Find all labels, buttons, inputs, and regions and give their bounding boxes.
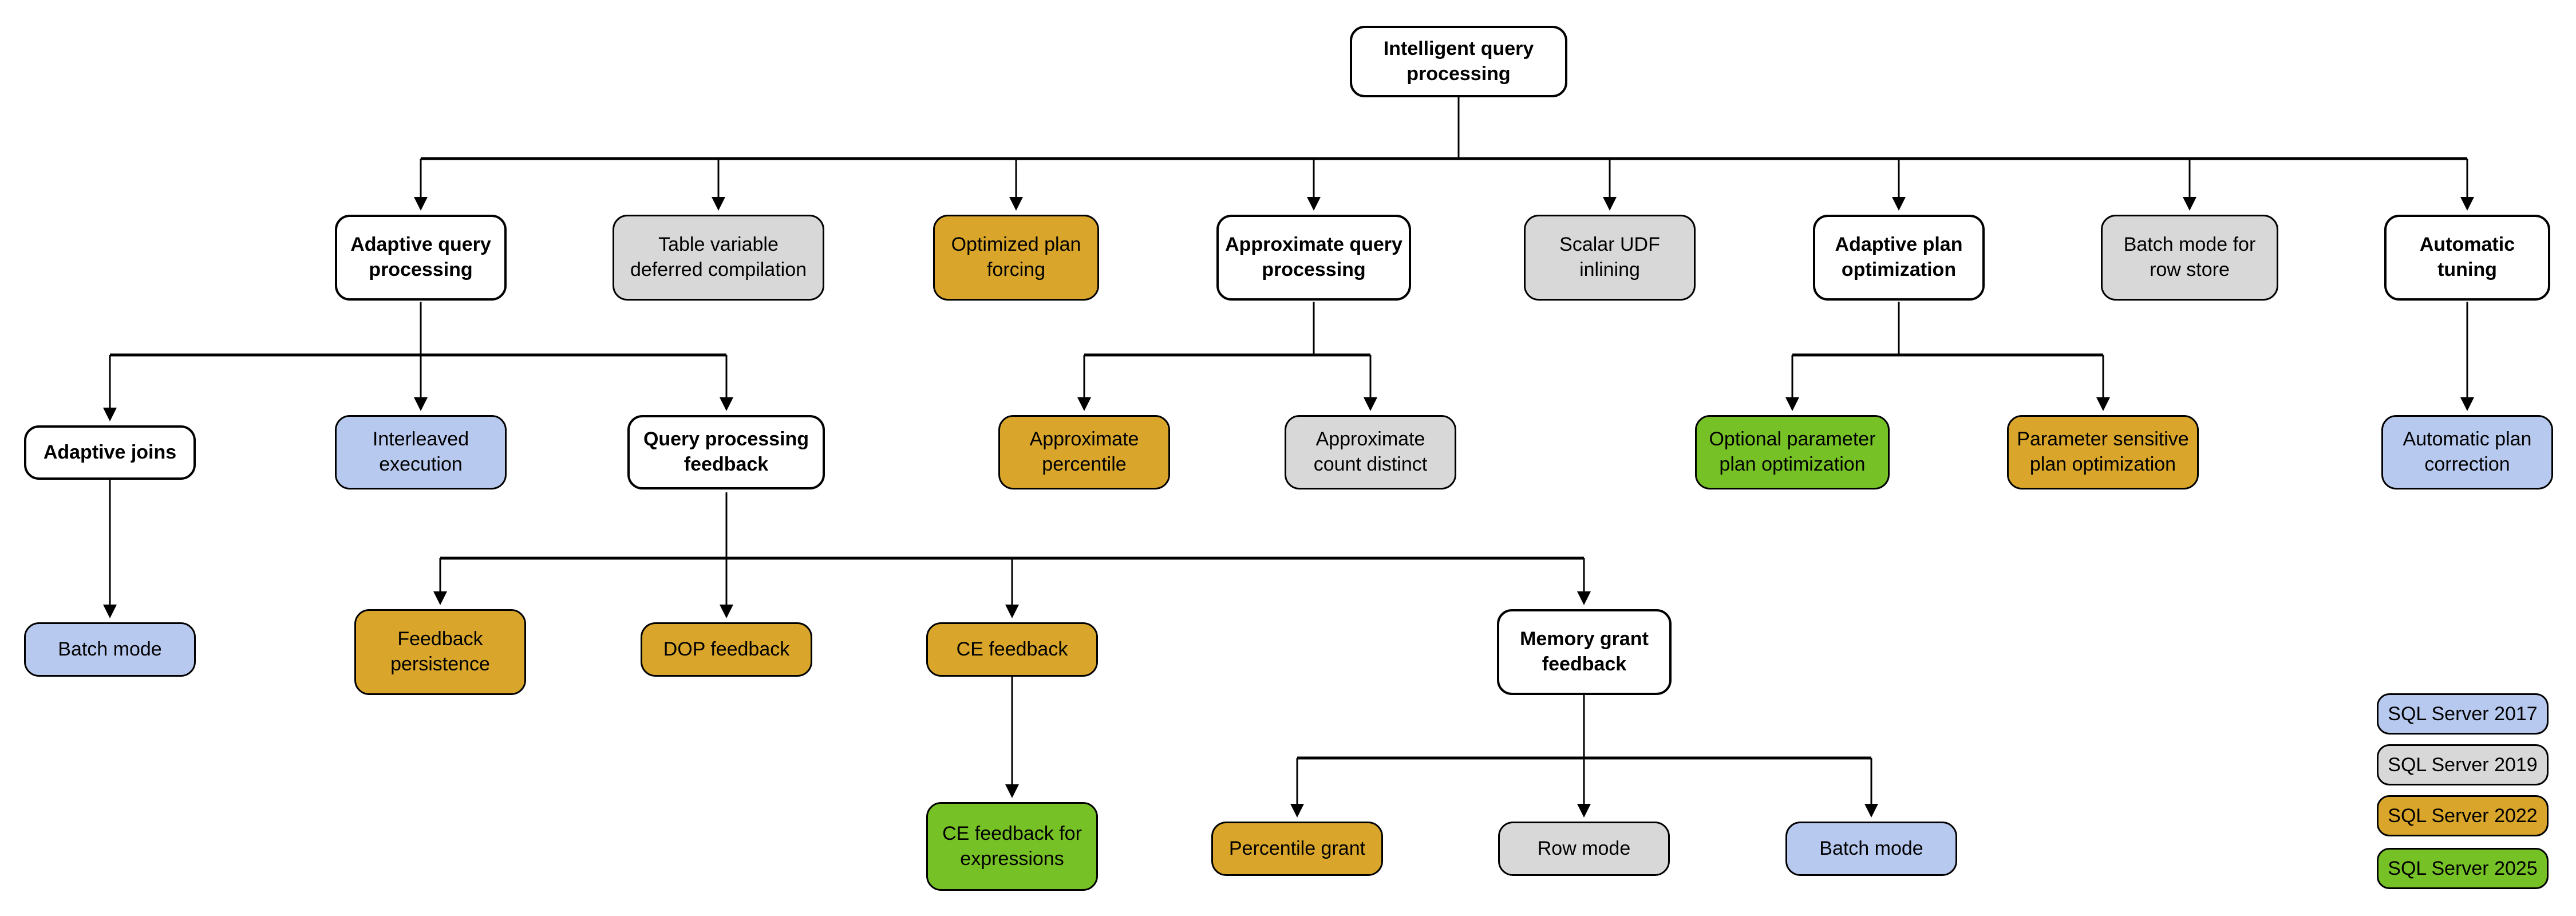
node-approximate-percentile: Approximate percentile	[998, 415, 1170, 489]
node-feedback-persistence: Feedback persistence	[354, 609, 526, 695]
legend-sql-server-2017: SQL Server 2017	[2377, 693, 2549, 735]
node-intelligent-query-processing: Intelligent query processing	[1350, 26, 1567, 97]
node-percentile-grant: Percentile grant	[1211, 822, 1383, 876]
node-batch-mode-for-row-store: Batch mode for row store	[2101, 215, 2278, 301]
parent-stems	[420, 97, 1900, 758]
node-query-processing-feedback: Query processing feedback	[627, 415, 825, 489]
node-table-variable-deferred-compilation: Table variable deferred compilation	[613, 215, 824, 301]
node-ce-feedback: CE feedback	[926, 622, 1098, 677]
node-memory-grant-feedback: Memory grant feedback	[1497, 609, 1672, 695]
legend-sql-server-2022: SQL Server 2022	[2377, 795, 2549, 836]
node-approximate-count-distinct: Approximate count distinct	[1285, 415, 1456, 489]
node-optimized-plan-forcing: Optimized plan forcing	[933, 215, 1099, 301]
node-adaptive-plan-optimization: Adaptive plan optimization	[1813, 215, 1985, 301]
legend-sql-server-2019: SQL Server 2019	[2377, 744, 2549, 785]
node-adaptive-joins: Adaptive joins	[24, 425, 196, 480]
node-scalar-udf-inlining: Scalar UDF inlining	[1524, 215, 1696, 301]
node-automatic-tuning: Automatic tuning	[2384, 215, 2550, 301]
node-row-mode: Row mode	[1498, 822, 1670, 876]
buses	[110, 157, 2467, 760]
arrow-drops	[103, 159, 2474, 818]
node-adaptive-query-processing: Adaptive query processing	[335, 215, 507, 301]
node-interleaved-execution: Interleaved execution	[335, 415, 507, 489]
node-batch-mode-adaptive-joins: Batch mode	[24, 622, 196, 677]
node-dop-feedback: DOP feedback	[641, 622, 812, 677]
legend-sql-server-2025: SQL Server 2025	[2377, 848, 2549, 889]
node-optional-parameter-plan-optimization: Optional parameter plan optimization	[1695, 415, 1890, 489]
node-batch-mode-memory-grant: Batch mode	[1785, 822, 1957, 876]
node-approximate-query-processing: Approximate query processing	[1216, 215, 1411, 301]
node-automatic-plan-correction: Automatic plan correction	[2381, 415, 2553, 489]
node-parameter-sensitive-plan-optimization: Parameter sensitive plan optimization	[2007, 415, 2199, 489]
node-ce-feedback-for-expressions: CE feedback for expressions	[926, 802, 1098, 891]
